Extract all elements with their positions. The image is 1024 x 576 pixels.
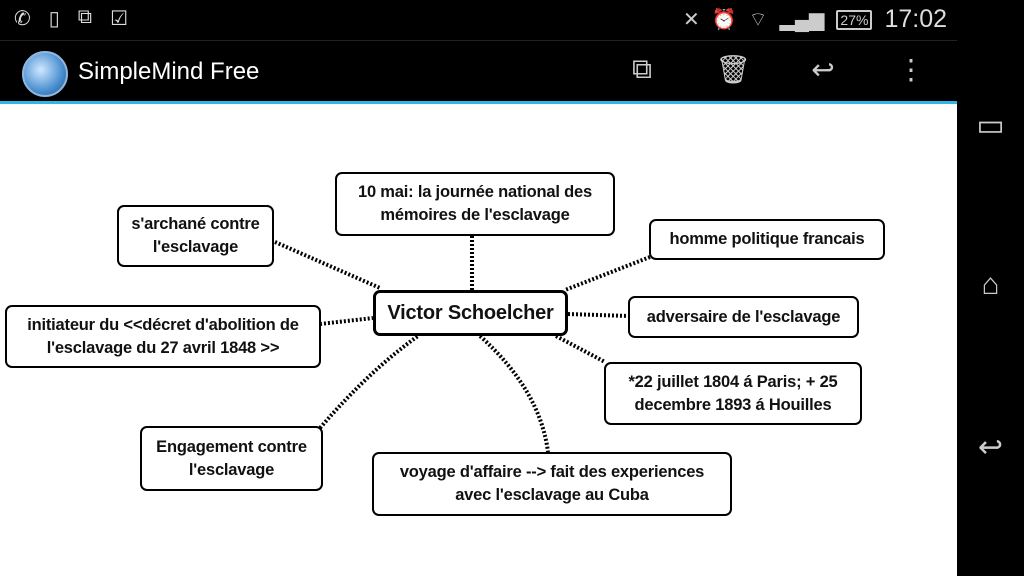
clock: 17:02 <box>884 5 947 33</box>
app-logo[interactable] <box>22 51 68 97</box>
navigation-bar: ▭ ⌂ ↩ <box>957 0 1024 576</box>
signal-icon: ▂▄▆ <box>779 9 825 31</box>
trash-icon: 🗑 <box>715 54 751 85</box>
app-title: SimpleMind Free <box>78 58 260 85</box>
phone-icon: ▯ <box>48 8 60 30</box>
connection-line <box>274 240 381 290</box>
topic-node[interactable]: adversaire de l'esclavage <box>628 296 859 338</box>
windows-icon: ⧉ <box>632 53 652 84</box>
overflow-menu-button[interactable]: ⋮ <box>891 53 931 86</box>
screens-icon: ⧉ <box>77 6 93 28</box>
connection-line <box>567 312 629 318</box>
topic-node[interactable]: homme politique francais <box>649 219 885 260</box>
home-button[interactable]: ⌂ <box>957 268 1024 302</box>
connection-line <box>564 255 651 292</box>
switch-maps-button[interactable]: ⧉ <box>622 53 662 86</box>
topic-node[interactable]: 10 mai: la journée national des mémoires… <box>335 172 615 236</box>
connection-line <box>478 334 550 453</box>
bluetooth-off-icon: ✕ <box>682 9 700 31</box>
back-icon: ↩ <box>977 431 1004 464</box>
topic-node[interactable]: voyage d'affaire --> fait des experience… <box>372 452 732 516</box>
recent-apps-icon: ▭ <box>976 109 1005 142</box>
whatsapp-icon: ✆ <box>14 8 31 30</box>
alarm-icon: ⏰ <box>711 9 737 31</box>
mindmap-canvas[interactable]: Victor Schoelcher 10 mai: la journée nat… <box>0 104 957 576</box>
back-button[interactable]: ↩ <box>957 430 1024 465</box>
clipboard-check-icon: ☑ <box>110 8 128 30</box>
topic-node[interactable]: Engagement contre l'esclavage <box>140 426 323 491</box>
central-topic[interactable]: Victor Schoelcher <box>373 290 568 336</box>
undo-icon: ↩ <box>811 54 835 85</box>
wifi-icon: ⌔ <box>748 9 768 31</box>
connection-line <box>319 316 374 326</box>
connection-line <box>555 334 606 364</box>
topic-node[interactable]: s'archané contre l'esclavage <box>117 205 274 267</box>
status-bar: ✆ ▯ ⧉ ☑ ✕ ⏰ ⌔ ▂▄▆ 27% 17:02 <box>0 0 957 40</box>
topic-node[interactable]: initiateur du <<décret d'abolition de l'… <box>5 305 321 368</box>
recent-apps-button[interactable]: ▭ <box>957 108 1024 143</box>
connection-line <box>318 334 420 430</box>
undo-button[interactable]: ↩ <box>803 53 843 86</box>
connections <box>274 236 651 453</box>
action-bar: SimpleMind Free ⧉ 🗑 ↩ ⋮ <box>0 40 957 101</box>
battery-indicator: 27% <box>836 9 873 30</box>
delete-button[interactable]: 🗑 <box>713 53 753 86</box>
more-vert-icon: ⋮ <box>897 54 925 85</box>
home-icon: ⌂ <box>981 268 1000 301</box>
accent-divider <box>0 101 957 104</box>
topic-node[interactable]: *22 juillet 1804 á Paris; + 25 decembre … <box>604 362 862 425</box>
